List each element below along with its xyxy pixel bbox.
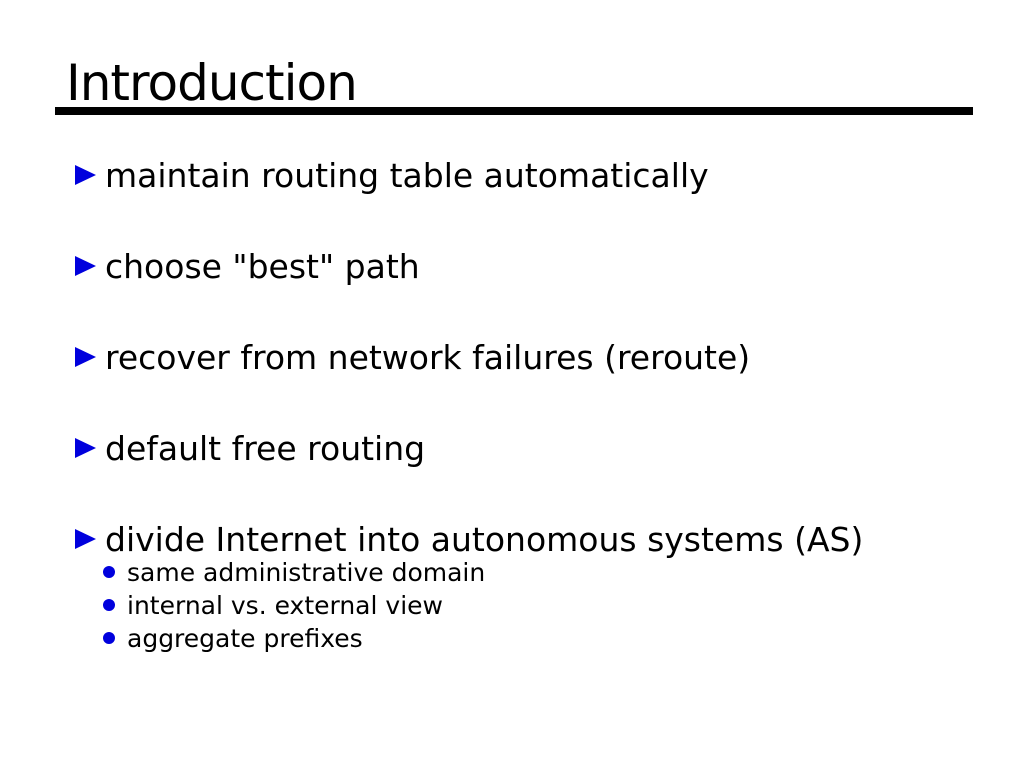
- bullet-triangle-icon: [75, 438, 96, 458]
- bullet-label: divide Internet into autonomous systems …: [105, 519, 864, 559]
- title-underline-rule: [55, 107, 973, 115]
- slide-title: Introduction: [66, 54, 358, 112]
- sub-bullet-label: same administrative domain: [127, 557, 486, 587]
- bullet-label: choose "best" path: [105, 246, 420, 286]
- bullet-dot-icon: [103, 566, 115, 578]
- bullet-triangle-icon: [75, 347, 96, 367]
- bullet-label: default free routing: [105, 428, 426, 468]
- bullet-triangle-icon: [75, 256, 96, 276]
- bullet-triangle-icon: [75, 165, 96, 185]
- sub-bullet-item: internal vs. external view: [103, 592, 443, 618]
- bullet-label: recover from network failures (reroute): [105, 337, 751, 377]
- bullet-triangle-icon: [75, 529, 96, 549]
- bullet-dot-icon: [103, 599, 115, 611]
- sub-bullet-label: internal vs. external view: [127, 590, 443, 620]
- bullet-item: divide Internet into autonomous systems …: [75, 519, 864, 559]
- sub-bullet-item: aggregate prefixes: [103, 625, 363, 651]
- sub-bullet-item: same administrative domain: [103, 559, 485, 585]
- bullet-dot-icon: [103, 632, 115, 644]
- bullet-item: maintain routing table automatically: [75, 155, 709, 195]
- bullet-item: choose "best" path: [75, 246, 420, 286]
- bullet-item: default free routing: [75, 428, 426, 468]
- bullet-label: maintain routing table automatically: [105, 155, 709, 195]
- bullet-item: recover from network failures (reroute): [75, 337, 751, 377]
- sub-bullet-label: aggregate prefixes: [127, 623, 363, 653]
